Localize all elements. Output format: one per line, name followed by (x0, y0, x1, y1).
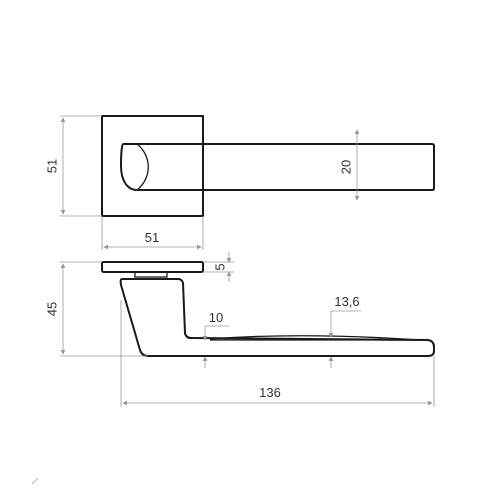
dim-label-rose-thickness: 5 (212, 263, 227, 270)
corner-mark (31, 477, 39, 485)
lever-side-outline (119, 278, 435, 357)
dim-tip-thickness: 13,6 (328, 294, 361, 368)
square-rose-outline (101, 115, 204, 217)
lever-top-taper (209, 335, 421, 341)
dim-label-tip-thickness: 13,6 (334, 294, 359, 309)
dim-label-total-length: 136 (259, 385, 281, 400)
rose-spacer (134, 271, 168, 278)
dim-total-length: 136 (120, 300, 435, 407)
dim-label-rose-width: 51 (145, 230, 159, 245)
dim-label-rose-height: 51 (44, 159, 59, 173)
dim-total-height: 45 (44, 261, 148, 357)
dim-rose-width: 51 (101, 216, 204, 250)
dim-lever-height: 20 (338, 129, 360, 201)
lever-top-outline (120, 143, 435, 191)
dim-rose-thickness: 5 (203, 252, 234, 282)
dim-rose-height: 51 (44, 115, 102, 217)
side-view: 5 45 10 13,6 136 (44, 252, 435, 407)
dim-label-total-height: 45 (44, 302, 59, 316)
dim-label-lever-height: 20 (338, 160, 353, 174)
lever-neck-curve (136, 143, 149, 191)
dim-neck-thickness: 10 (202, 310, 229, 368)
rose-plate-side (101, 261, 204, 273)
dim-label-neck-thickness: 10 (209, 310, 223, 325)
top-view: 51 51 20 (44, 115, 435, 250)
